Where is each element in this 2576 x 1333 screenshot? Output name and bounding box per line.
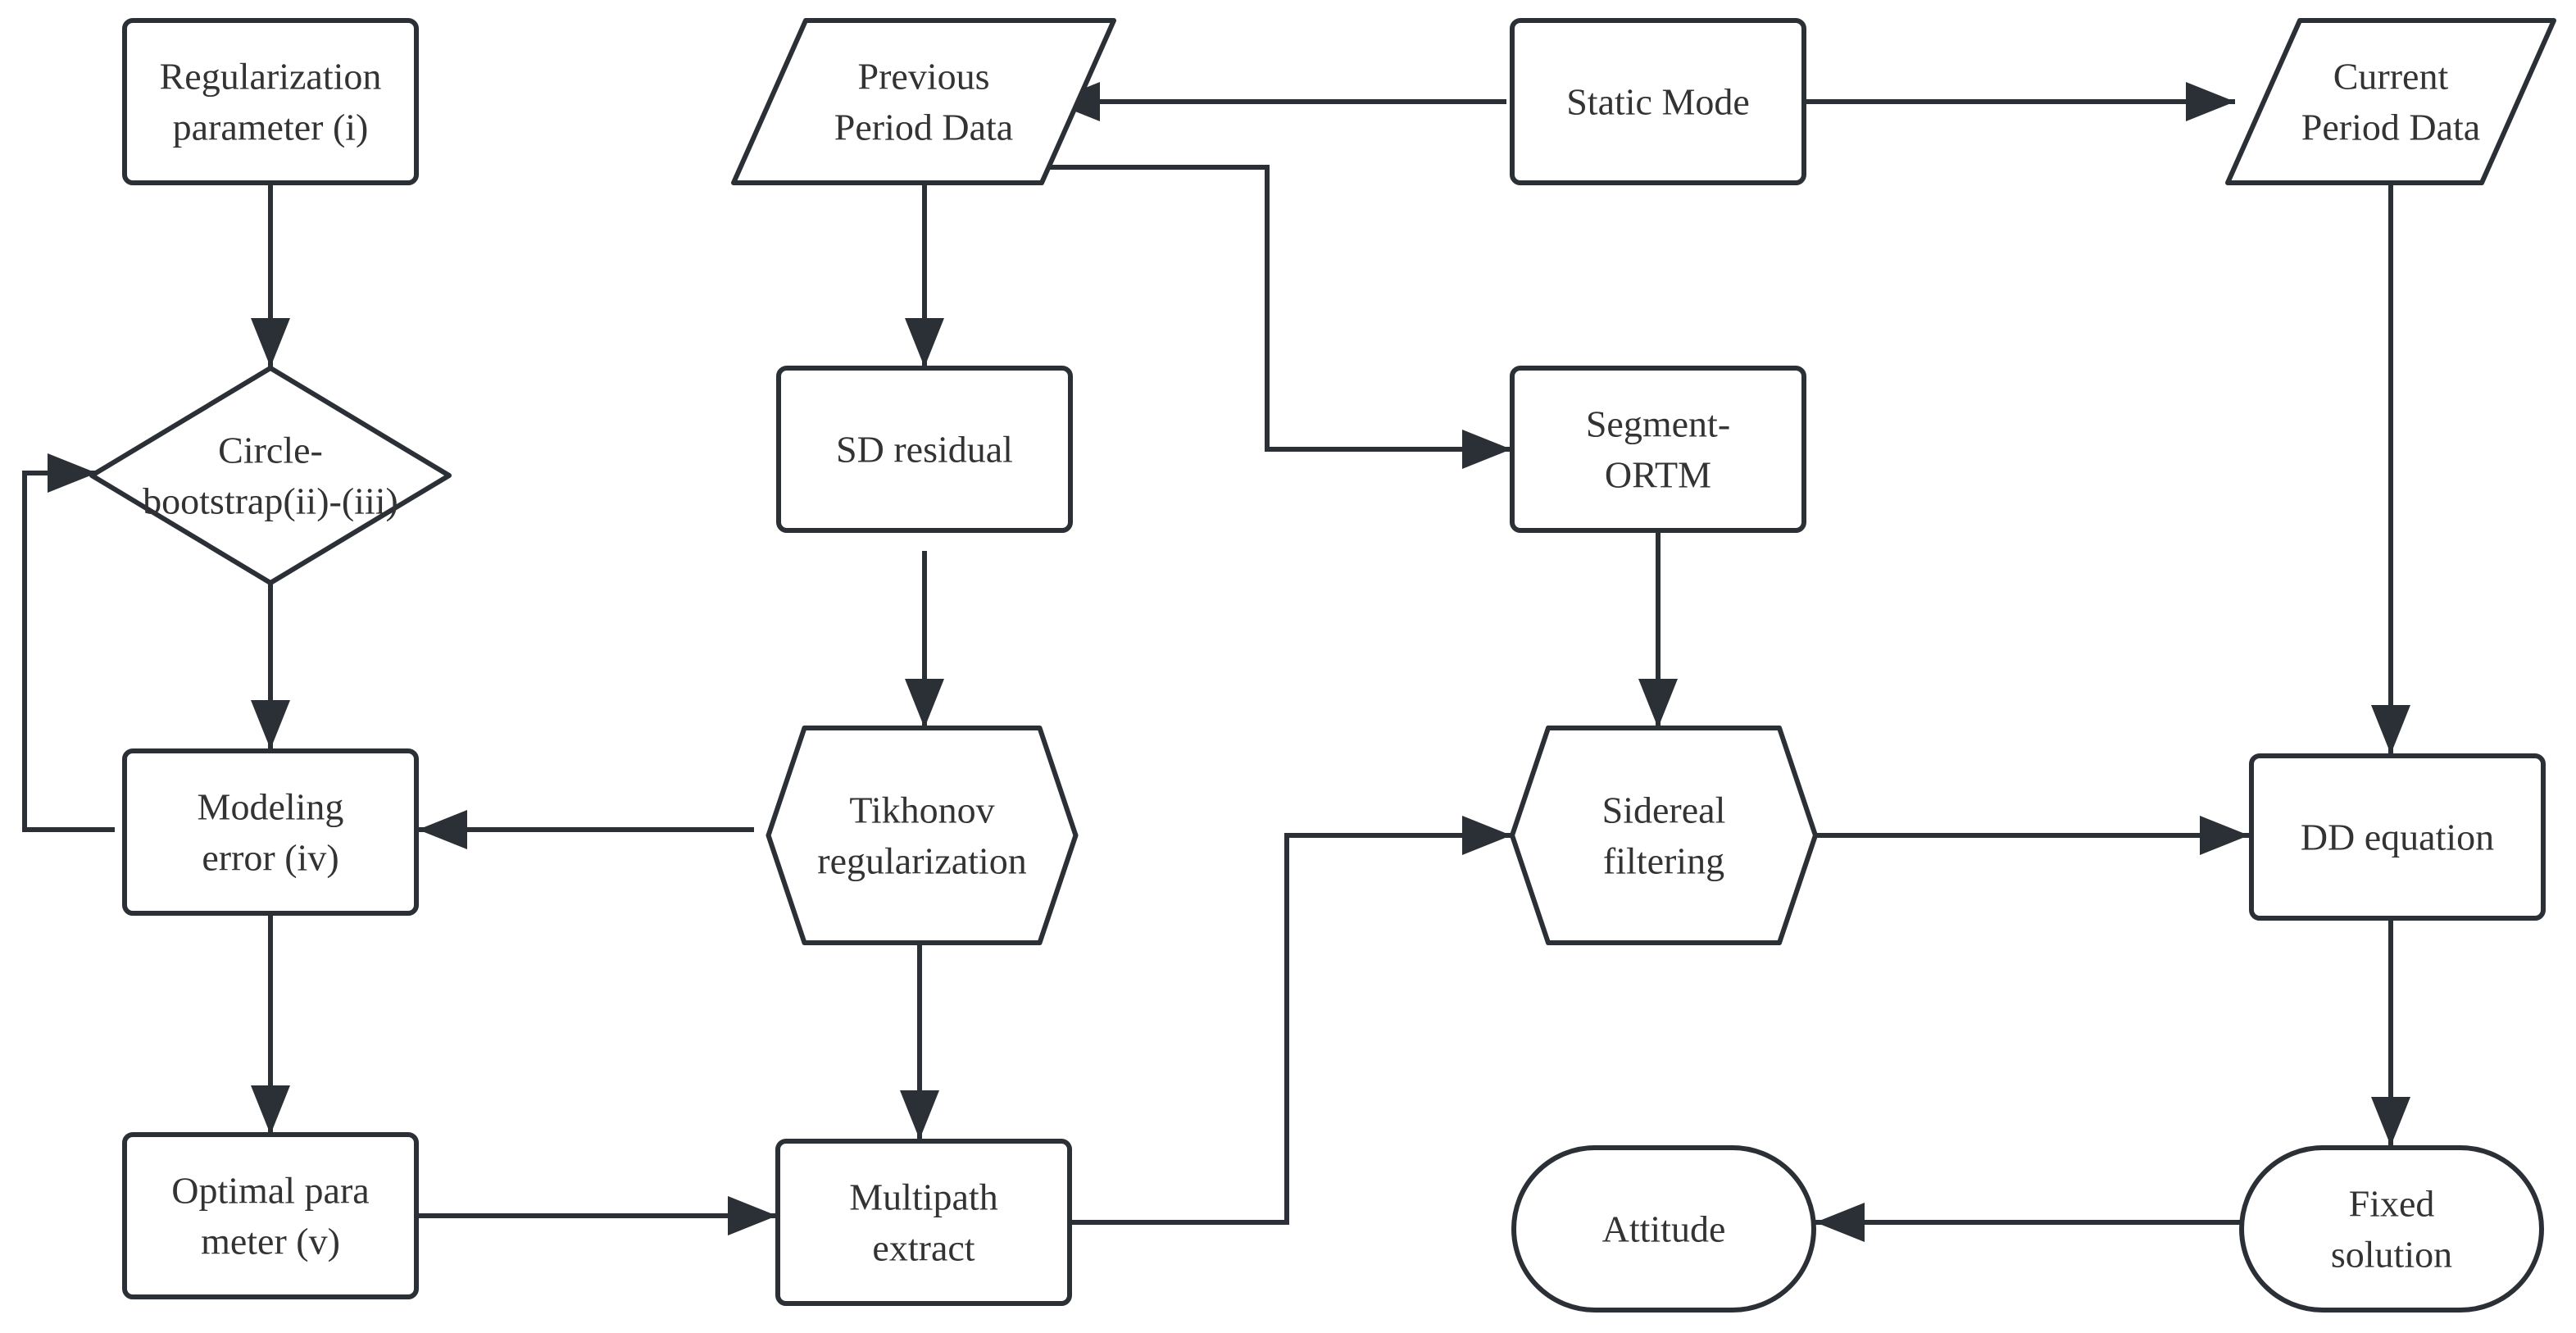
- node-label: Regularization: [160, 56, 382, 98]
- node-modeling-error: Modeling error (iv): [122, 748, 419, 916]
- node-shape: [2239, 1145, 2544, 1313]
- node-label: Sidereal: [1602, 789, 1726, 831]
- node-static-mode: Static Mode: [1510, 18, 1806, 185]
- node-tikhonov: Tikhonov regularization: [766, 726, 1079, 945]
- node-label: Period Data: [2301, 107, 2480, 148]
- node-label: error (iv): [202, 837, 338, 879]
- node-shape: [1511, 1145, 1816, 1313]
- node-label: filtering: [1603, 840, 1724, 882]
- node-shape: [122, 18, 419, 185]
- node-label: DD equation: [2301, 817, 2494, 858]
- node-label: Current: [2333, 56, 2449, 98]
- node-label: Tikhonov: [849, 789, 994, 831]
- node-label: parameter (i): [173, 107, 369, 148]
- node-shape: [775, 1139, 1072, 1306]
- node-multipath: Multipath extract: [775, 1139, 1072, 1306]
- node-shape: [1510, 366, 1806, 533]
- node-shape: [731, 18, 1116, 185]
- node-shape: [2225, 18, 2556, 185]
- node-label: Previous: [858, 56, 990, 98]
- node-shape: [766, 726, 1079, 945]
- node-attitude: Attitude: [1511, 1145, 1816, 1313]
- node-label: SD residual: [836, 429, 1013, 471]
- node-shape: [122, 748, 419, 916]
- node-label: Attitude: [1602, 1208, 1726, 1250]
- node-circle-bootstrap: Circle-bootstrap(ii)-(iii): [89, 366, 452, 585]
- edge-modeling-error-to-circle-bootstrap: [22, 453, 115, 832]
- node-label: ORTM: [1605, 454, 1711, 496]
- node-label: bootstrap(ii)-(iii): [143, 480, 398, 522]
- node-label: Segment-: [1586, 403, 1730, 445]
- node-label: Static Mode: [1566, 81, 1750, 123]
- node-label: regularization: [817, 840, 1026, 882]
- node-dd-equation: DD equation: [2249, 753, 2546, 921]
- node-segment-ortm: Segment- ORTM: [1510, 366, 1806, 533]
- connectors: [22, 82, 2410, 1242]
- node-sd-residual: SD residual: [776, 366, 1073, 533]
- node-label: Optimal para: [171, 1170, 369, 1212]
- node-shape: [89, 366, 452, 585]
- node-label: extract: [872, 1227, 975, 1269]
- node-label: Period Data: [834, 107, 1013, 148]
- node-label: Multipath: [849, 1176, 997, 1218]
- node-label: Modeling: [198, 786, 344, 828]
- node-label: solution: [2331, 1234, 2452, 1276]
- node-label: Circle-: [218, 430, 323, 471]
- node-shape: [2249, 753, 2546, 921]
- nodes: Regularization parameter (i) PreviousPerio…: [89, 18, 2556, 1313]
- node-shape: [122, 1132, 419, 1299]
- node-optimal-param: Optimal para meter (v): [122, 1132, 419, 1299]
- node-shape: [1510, 18, 1806, 185]
- node-shape: [776, 366, 1073, 533]
- node-label: Fixed: [2349, 1183, 2435, 1225]
- edge-prev-data-to-segment-ortm: [1039, 165, 1511, 469]
- node-sidereal: Sidereal filtering: [1510, 726, 1818, 945]
- node-reg-param: Regularization parameter (i): [122, 18, 419, 185]
- node-fixed-solution: Fixed solution: [2239, 1145, 2544, 1313]
- node-label: meter (v): [201, 1221, 340, 1262]
- node-shape: [1510, 726, 1818, 945]
- edge-multipath-to-sidereal: [1070, 816, 1511, 1225]
